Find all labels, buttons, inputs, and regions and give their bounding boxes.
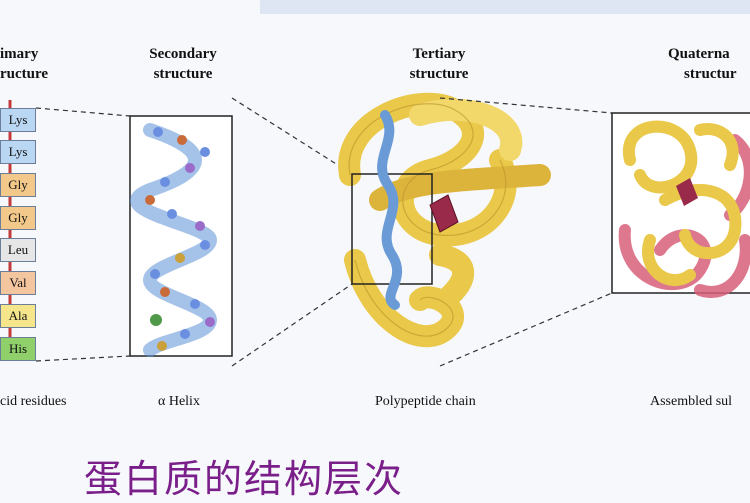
helix-atoms (145, 127, 215, 351)
residue-box: Leu (0, 238, 36, 262)
tertiary-title-line1: Tertiary (412, 46, 466, 62)
quaternary-structure-title: Quaterna structur (668, 44, 750, 84)
residue-box: Gly (0, 206, 36, 230)
zoom-lines-primary-secondary (35, 107, 131, 362)
quaternary-title-line1: Quaterna (668, 46, 730, 62)
zoom-lines-secondary-tertiary (231, 97, 353, 367)
primary-caption: cid residues (0, 394, 67, 409)
quaternary-caption: Assembled sul (650, 394, 733, 409)
tertiary-heme-group (429, 194, 459, 233)
zoom-lines-tertiary-quaternary (439, 97, 613, 367)
tertiary-title-line2: structure (409, 66, 469, 82)
tertiary-structure-title: Tertiary structure (384, 44, 494, 84)
primary-structure-title: imary ructure (0, 44, 56, 84)
quaternary-heme-group (676, 178, 698, 206)
primary-title-line1: imary (0, 46, 39, 62)
quaternary-title-line2: structur (684, 66, 737, 82)
chinese-title: 蛋白质的结构层次 (84, 457, 405, 501)
tertiary-caption: Polypeptide chain (375, 394, 476, 409)
residue-box: Val (0, 271, 36, 295)
residue-box: Lys (0, 108, 36, 132)
secondary-title-line1: Secondary (149, 46, 217, 62)
tertiary-chain-outline (348, 103, 507, 337)
residue-box: His (0, 337, 36, 361)
secondary-caption: α Helix (158, 394, 200, 409)
tertiary-embedded-helix (377, 110, 403, 310)
residue-box: Gly (0, 173, 36, 197)
residue-box: Lys (0, 140, 36, 164)
quaternary-yellow-subunits (622, 120, 742, 286)
secondary-structure-title: Secondary structure (128, 44, 238, 84)
primary-title-line2: ructure (0, 66, 49, 82)
residue-box: Ala (0, 304, 36, 328)
secondary-title-line2: structure (153, 66, 213, 82)
top-header-bar (260, 0, 750, 14)
